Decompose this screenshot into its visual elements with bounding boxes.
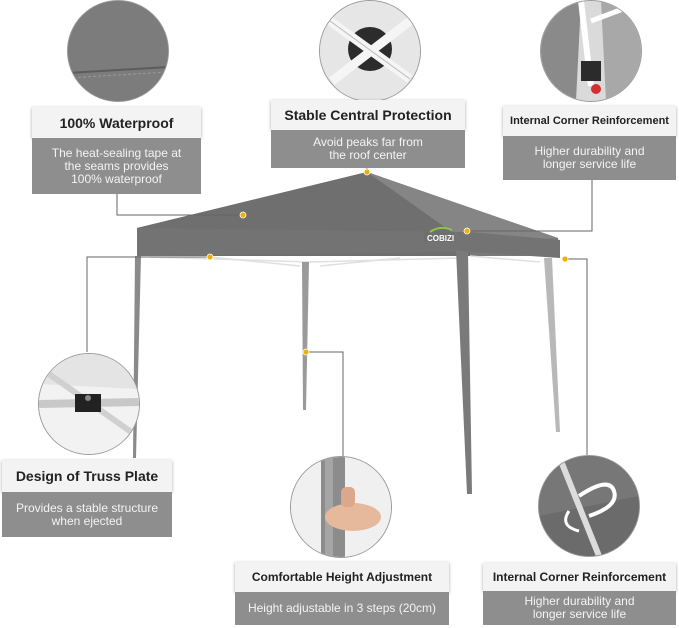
feature-desc-line: Height adjustable in 3 steps (20cm) xyxy=(247,601,437,615)
feature-title-height: Comfortable Height Adjustment xyxy=(235,562,449,592)
feature-desc-height: Height adjustable in 3 steps (20cm) xyxy=(235,592,449,625)
callout-line-height xyxy=(306,351,344,458)
feature-desc-corner-bottom: Higher durability and longer service lif… xyxy=(483,591,676,625)
fabric-seam-detail-image xyxy=(67,0,169,102)
canopy-roof-right-face xyxy=(367,172,558,245)
feature-desc-line: when ejected xyxy=(51,513,123,528)
callout-line-waterproof xyxy=(116,194,243,216)
feature-title-central: Stable Central Protection xyxy=(271,100,465,130)
feature-title-waterproof: 100% Waterproof xyxy=(32,107,201,138)
callout-line-truss xyxy=(86,256,210,352)
canopy-valance xyxy=(137,228,560,258)
feature-desc-corner-top: Higher durability and longer service lif… xyxy=(503,136,676,180)
feature-title-corner-top: Internal Corner Reinforcement xyxy=(503,106,676,136)
feature-desc-line: Avoid peaks far from xyxy=(313,135,423,149)
corner-reinforcement-top-image xyxy=(540,0,642,102)
feature-title-truss: Design of Truss Plate xyxy=(2,460,172,492)
feature-card-waterproof: 100% Waterproof The heat-sealing tape at… xyxy=(32,107,201,194)
brand-logo: COBIZI xyxy=(427,234,454,243)
feature-desc-line: the roof center xyxy=(329,148,407,162)
feature-desc-line: longer service life xyxy=(542,157,637,171)
feature-desc-truss: Provides a stable structure when ejected xyxy=(2,492,172,537)
feature-card-corner-top: Internal Corner Reinforcement Higher dur… xyxy=(503,106,676,180)
feature-card-height: Comfortable Height Adjustment Height adj… xyxy=(235,562,449,625)
callout-lines xyxy=(86,168,593,458)
callout-line-corner-bottom xyxy=(565,258,588,455)
brand-logo-swoosh xyxy=(429,226,453,233)
feature-card-corner-bottom: Internal Corner Reinforcement Higher dur… xyxy=(483,563,676,625)
brand-tag-bg xyxy=(424,232,454,242)
corner-reinforcement-bottom-image xyxy=(538,455,640,557)
central-hub-detail-image xyxy=(319,0,421,102)
feature-desc-line: Higher durability and xyxy=(534,144,645,158)
callout-line-corner-top xyxy=(467,180,593,232)
feature-desc-line: the seams provides xyxy=(64,158,169,173)
feature-desc-line: longer service life xyxy=(532,607,627,621)
feature-desc-line: Provides a stable structure xyxy=(15,500,159,515)
height-adjust-detail-image xyxy=(290,456,392,558)
feature-card-central: Stable Central Protection Avoid peaks fa… xyxy=(271,100,465,168)
feature-desc-waterproof: The heat-sealing tape at the seams provi… xyxy=(32,138,201,194)
leg-front-right xyxy=(456,250,472,494)
feature-desc-central: Avoid peaks far from the roof center xyxy=(271,130,465,168)
feature-desc-line: 100% waterproof xyxy=(71,171,162,186)
feature-desc-line: The heat-sealing tape at xyxy=(51,145,182,160)
callout-dots xyxy=(206,168,569,356)
leg-front-left xyxy=(133,256,141,458)
leg-back-right xyxy=(544,258,560,432)
leg-back-left xyxy=(302,262,309,410)
truss-plate-detail-image xyxy=(38,353,140,455)
feature-title-corner-bottom: Internal Corner Reinforcement xyxy=(483,563,676,591)
feature-card-truss: Design of Truss Plate Provides a stable … xyxy=(2,460,172,537)
truss-frame xyxy=(149,255,541,267)
feature-desc-line: Higher durability and xyxy=(524,594,635,608)
